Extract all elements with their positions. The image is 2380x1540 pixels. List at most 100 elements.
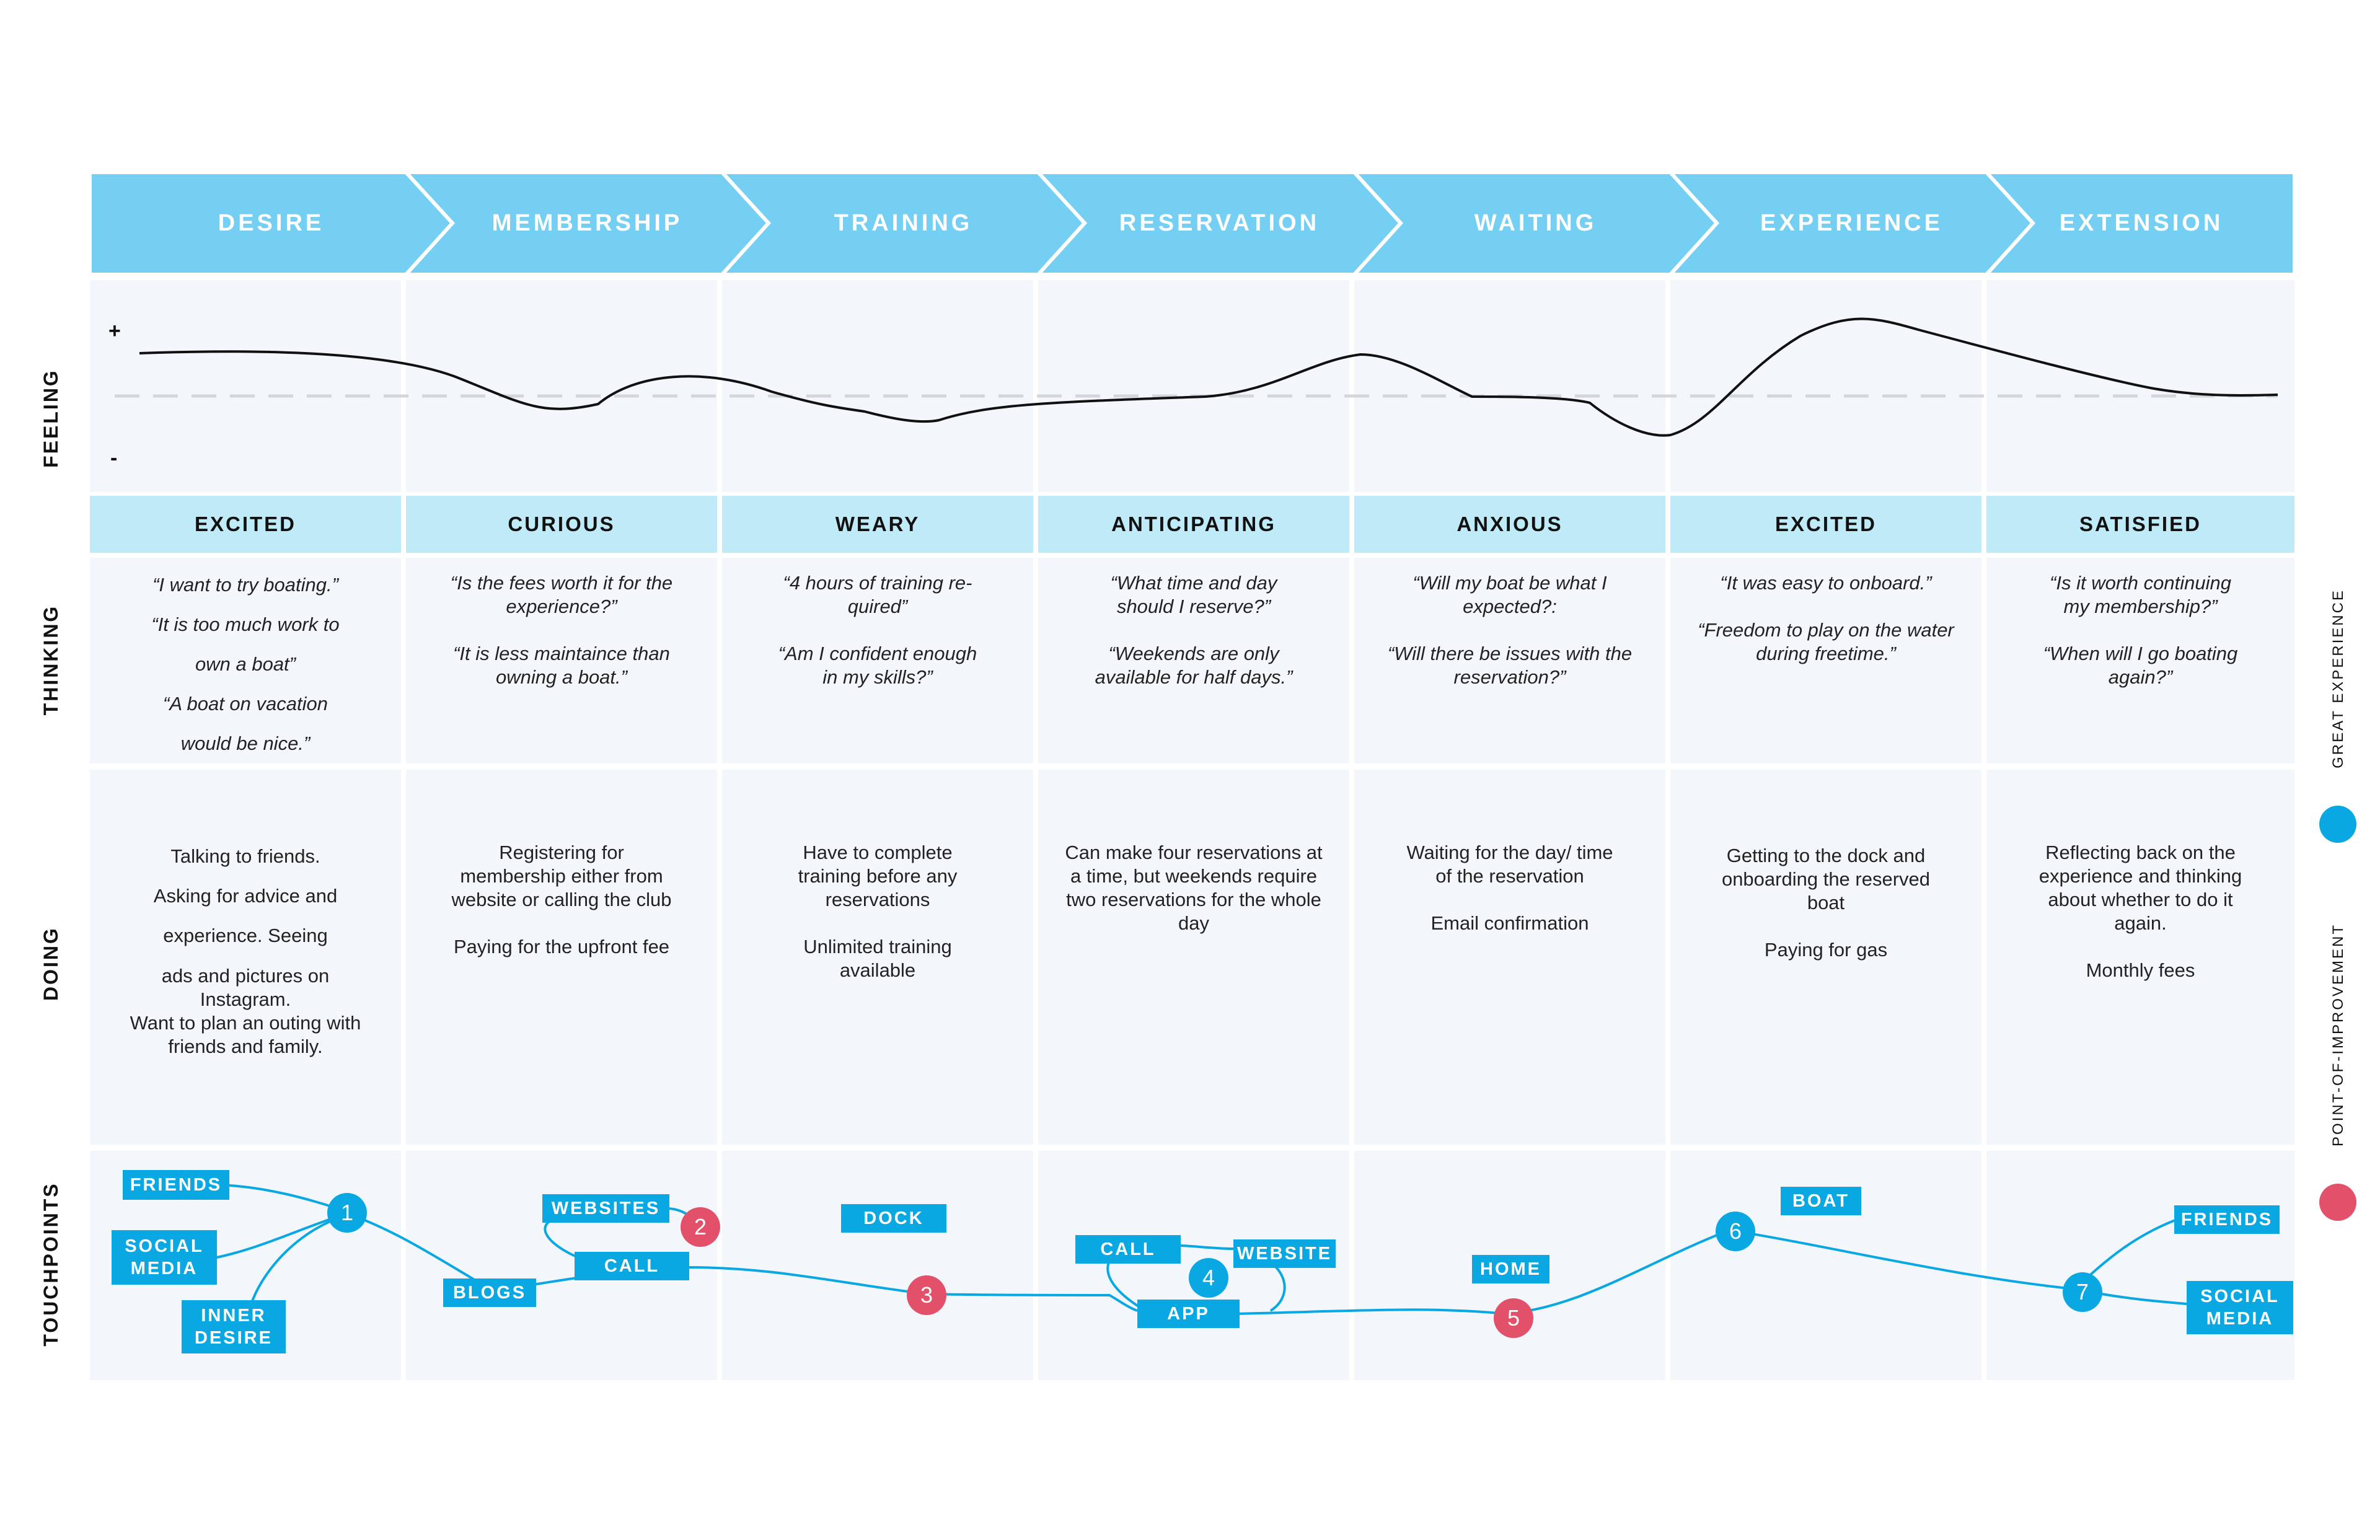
stage-training: TRAINING: [834, 210, 973, 236]
activity: Talking to friends.: [170, 845, 320, 867]
thought: “A boat on vacation: [163, 693, 328, 715]
touchpoint-node-4: 4: [1189, 1258, 1228, 1298]
activity: experience. Seeing: [163, 925, 328, 946]
feeling-cell-waiting: [1354, 280, 1665, 492]
stage-reservation: RESERVATION: [1119, 210, 1320, 236]
touchpoint-tag-call: CALL: [1075, 1235, 1181, 1264]
activity: Asking for advice and: [153, 885, 338, 907]
stage-header-chevrons: [90, 172, 2296, 276]
stage-waiting: WAITING: [1474, 210, 1597, 236]
emotion-experience: EXCITED: [1670, 496, 1981, 553]
thought: “Is it worth continuing my membership?”: [2050, 572, 2231, 617]
doing-cell-membership: Registering for membership either from w…: [406, 770, 717, 1145]
legend-label-point-of-improvement: POINT-OF-IMPROVEMENT: [2330, 923, 2347, 1146]
thought: own a boat”: [195, 653, 296, 675]
feeling-cell-reservation: [1038, 280, 1349, 492]
touchpoint-node-2: 2: [681, 1207, 720, 1247]
activity: Have to complete training before any res…: [798, 842, 958, 910]
activity: ads and pictures on Instagram.: [161, 965, 330, 1010]
feeling-cell-experience: [1670, 280, 1981, 492]
touchpoint-node-1: 1: [327, 1193, 367, 1233]
activity: Registering for membership either from w…: [451, 842, 672, 910]
touchpoint-tag-app: APP: [1137, 1300, 1240, 1328]
touchpoint-node-3: 3: [907, 1275, 946, 1315]
touchpoint-tag-social-media: SOCIAL MEDIA: [112, 1230, 217, 1285]
feeling-curve: [115, 317, 2278, 437]
emotion-desire: EXCITED: [90, 496, 401, 553]
touchpoint-node-7: 7: [2063, 1272, 2102, 1312]
thought: “Will my boat be what I expected?:: [1413, 572, 1607, 617]
thought: “It is less maintaince than owning a boa…: [453, 643, 670, 688]
activity: Can make four reservations at a time, bu…: [1065, 842, 1323, 934]
touchpoint-tag-dock: DOCK: [841, 1204, 946, 1233]
thinking-cell-reservation: “What time and day should I reserve?” “W…: [1038, 558, 1349, 763]
thinking-cell-desire: “I want to try boating.” “It is too much…: [90, 558, 401, 763]
thinking-cell-extension: “Is it worth continuing my membership?” …: [1986, 558, 2294, 763]
thought: “Freedom to play on the water during fre…: [1698, 619, 1954, 664]
touchpoint-tag-social-media: SOCIAL MEDIA: [2187, 1281, 2293, 1334]
doing-cell-extension: Reflecting back on the experience and th…: [1986, 770, 2294, 1145]
touchpoint-tag-websites: WEBSITES: [542, 1194, 669, 1223]
thinking-cell-membership: “Is the fees worth it for the experience…: [406, 558, 717, 763]
stage-membership: MEMBERSHIP: [491, 210, 683, 236]
touchpoint-tag-call: CALL: [575, 1252, 689, 1280]
thought: “I want to try boating.”: [152, 574, 338, 596]
legend-label-great-experience: GREAT EXPERIENCE: [2330, 589, 2347, 768]
touchpoint-tag-website: WEBSITE: [1233, 1239, 1336, 1268]
legend-dot-point-of-improvement: [2319, 1184, 2356, 1221]
thought: “What time and day should I reserve?”: [1110, 572, 1277, 617]
activity: Monthly fees: [2086, 959, 2195, 981]
emotion-membership: CURIOUS: [406, 496, 717, 553]
thought: “When will I go boating again?”: [2043, 643, 2238, 688]
thought: would be nice.”: [180, 733, 311, 754]
activity: Paying for the upfront fee: [453, 936, 670, 957]
feeling-minus-marker: -: [110, 446, 118, 470]
activity: Waiting for the day/ time of the reserva…: [1406, 842, 1613, 887]
emotion-training: WEARY: [722, 496, 1033, 553]
touchpoint-tag-inner-desire: INNER DESIRE: [182, 1300, 286, 1353]
touchpoint-tag-friends: FRIENDS: [2174, 1205, 2280, 1234]
touchpoint-tag-friends: FRIENDS: [123, 1170, 229, 1200]
feeling-plus-marker: +: [108, 319, 121, 343]
emotion-extension: SATISFIED: [1986, 496, 2294, 553]
thought: “Weekends are only available for half da…: [1095, 643, 1293, 688]
legend-dot-great-experience: [2319, 806, 2356, 843]
doing-cell-experience: Getting to the dock and onboarding the r…: [1670, 770, 1981, 1145]
activity: Email confirmation: [1430, 912, 1589, 934]
thought: “It was easy to onboard.”: [1720, 572, 1932, 594]
feeling-cell-membership: [406, 280, 717, 492]
touchpoint-tag-blogs: BLOGS: [443, 1278, 536, 1307]
doing-cell-reservation: Can make four reservations at a time, bu…: [1038, 770, 1349, 1145]
activity: Unlimited training available: [803, 936, 952, 981]
thought: “Will there be issues with the reservati…: [1387, 643, 1633, 688]
thinking-cell-waiting: “Will my boat be what I expected?: “Will…: [1354, 558, 1665, 763]
emotion-waiting: ANXIOUS: [1354, 496, 1665, 553]
stage-chevron-extension: [1982, 172, 2296, 276]
thought: “Is the fees worth it for the experience…: [450, 572, 673, 617]
touchpoint-node-5: 5: [1494, 1298, 1533, 1338]
thinking-cell-training: “4 hours of training re-quired” “Am I co…: [722, 558, 1033, 763]
activity: Reflecting back on the experience and th…: [2038, 842, 2242, 934]
touchpoint-node-6: 6: [1716, 1212, 1755, 1251]
thought: “It is too much work to: [151, 614, 340, 635]
thought: “Am I confident enough in my skills?”: [778, 643, 977, 688]
stage-experience: EXPERIENCE: [1760, 210, 1943, 236]
touchpoint-tag-home: HOME: [1472, 1255, 1549, 1283]
thought: “4 hours of training re-quired”: [783, 572, 972, 617]
stage-extension: EXTENSION: [2059, 210, 2224, 236]
thinking-cell-experience: “It was easy to onboard.” “Freedom to pl…: [1670, 558, 1981, 763]
activity: Paying for gas: [1764, 939, 1888, 961]
doing-cell-training: Have to complete training before any res…: [722, 770, 1033, 1145]
activity: Want to plan an outing with friends and …: [130, 1012, 361, 1057]
feeling-cell-desire: [90, 280, 401, 492]
doing-cell-waiting: Waiting for the day/ time of the reserva…: [1354, 770, 1665, 1145]
touchpoints-cell-training: [722, 1151, 1033, 1380]
feeling-cell-training: [722, 280, 1033, 492]
feeling-emotion-line: [139, 317, 2278, 437]
stage-desire: DESIRE: [218, 210, 325, 236]
emotion-reservation: ANTICIPATING: [1038, 496, 1349, 553]
touchpoints-cell-extension: [1986, 1151, 2294, 1380]
activity: Getting to the dock and onboarding the r…: [1721, 845, 1931, 913]
doing-cell-desire: Talking to friends. Asking for advice an…: [90, 770, 401, 1145]
touchpoint-tag-boat: BOAT: [1781, 1187, 1861, 1215]
